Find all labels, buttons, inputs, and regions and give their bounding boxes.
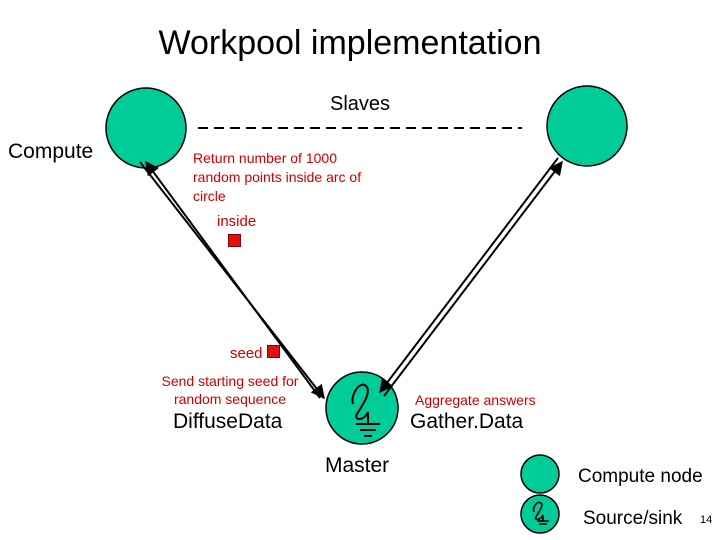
return-arrow bbox=[145, 160, 321, 399]
page-number: 14 bbox=[700, 514, 713, 526]
legend-source-sink-label: Source/sink bbox=[583, 508, 683, 529]
slaves-label: Slaves bbox=[330, 93, 391, 115]
diffuse-label: DiffuseData bbox=[173, 410, 283, 433]
inside-label: inside bbox=[217, 213, 257, 230]
master-label: Master bbox=[325, 454, 390, 477]
legend-compute-node bbox=[520, 454, 560, 494]
slide-title: Workpool implementation bbox=[158, 24, 542, 62]
legend-source-sink-node bbox=[520, 494, 560, 534]
sine-ground-icon bbox=[351, 383, 380, 437]
seed-token bbox=[267, 345, 280, 358]
legend-sine-ground-icon bbox=[532, 501, 549, 525]
inside-token bbox=[228, 234, 241, 247]
compute-node-left bbox=[105, 87, 187, 169]
compute-label: Compute bbox=[8, 140, 94, 163]
return-annotation: Return number of 1000 random points insi… bbox=[193, 150, 362, 204]
legend-compute-label: Compute node bbox=[578, 466, 703, 487]
send-annotation: Send starting seed for random sequence bbox=[161, 373, 299, 407]
gather-arrow bbox=[379, 157, 559, 394]
aggregate-annotation: Aggregate answers bbox=[415, 392, 536, 408]
slave-send-arrow bbox=[383, 160, 563, 397]
compute-node-right bbox=[546, 85, 628, 167]
seed-label: seed bbox=[230, 345, 263, 362]
gather-label: Gather.Data bbox=[410, 410, 524, 433]
